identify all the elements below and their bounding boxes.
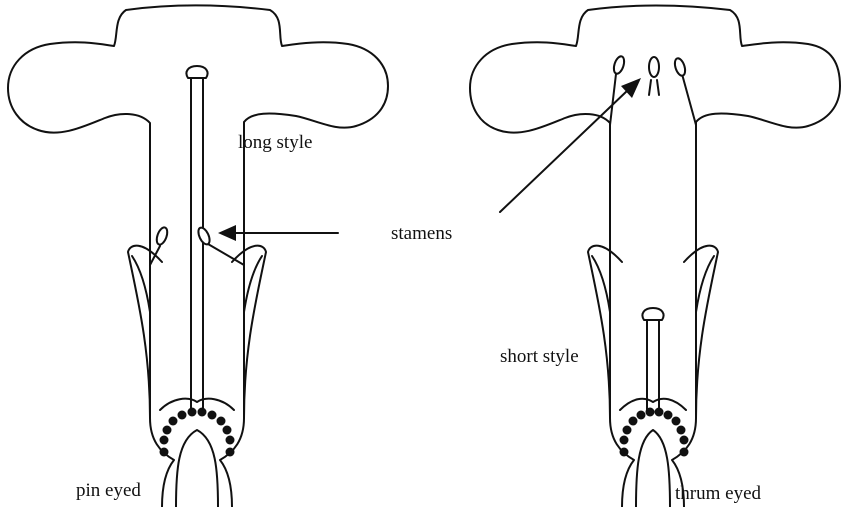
thrum-stamen-left-filament — [610, 74, 616, 125]
pin-stigma — [186, 66, 207, 78]
pin-eyed-label: pin eyed — [76, 481, 141, 500]
stamens-arrow-left — [218, 225, 338, 241]
thrum-stamen-center-anther — [649, 57, 659, 77]
thrum-stamen-center-filament — [649, 80, 659, 95]
pin-ovules — [160, 408, 235, 457]
thrum-stamen-left-anther — [612, 55, 626, 75]
pin-stamen-left-anther — [155, 226, 170, 246]
pin-receptacle — [160, 399, 234, 410]
pin-calyx-right — [232, 246, 266, 418]
long-style-label: long style — [238, 133, 312, 152]
thrum-stamen-right-filament — [682, 74, 696, 125]
pin-ovary-inner — [176, 430, 218, 507]
thrum-eyed-label: thrum eyed — [675, 484, 761, 503]
short-style-label: short style — [500, 347, 579, 366]
pin-calyx-left — [128, 246, 162, 418]
pin-stamen-left-filament — [150, 246, 160, 265]
thrum-calyx-right — [684, 246, 718, 418]
thrum-ovules — [620, 408, 689, 457]
pin-eyed-flower — [8, 6, 388, 507]
thrum-short-style — [647, 320, 659, 410]
pin-stamen-right-anther — [196, 226, 212, 246]
thrum-receptacle — [620, 399, 686, 410]
thrum-ovary-inner — [636, 430, 670, 507]
pin-long-style — [191, 78, 203, 410]
thrum-stigma — [642, 308, 663, 320]
stamens-arrow-right — [500, 78, 641, 212]
thrum-stamen-right-anther — [673, 57, 687, 77]
thrum-calyx-left — [588, 246, 622, 418]
thrum-eyed-flower — [470, 6, 840, 507]
stamens-label: stamens — [391, 224, 452, 243]
